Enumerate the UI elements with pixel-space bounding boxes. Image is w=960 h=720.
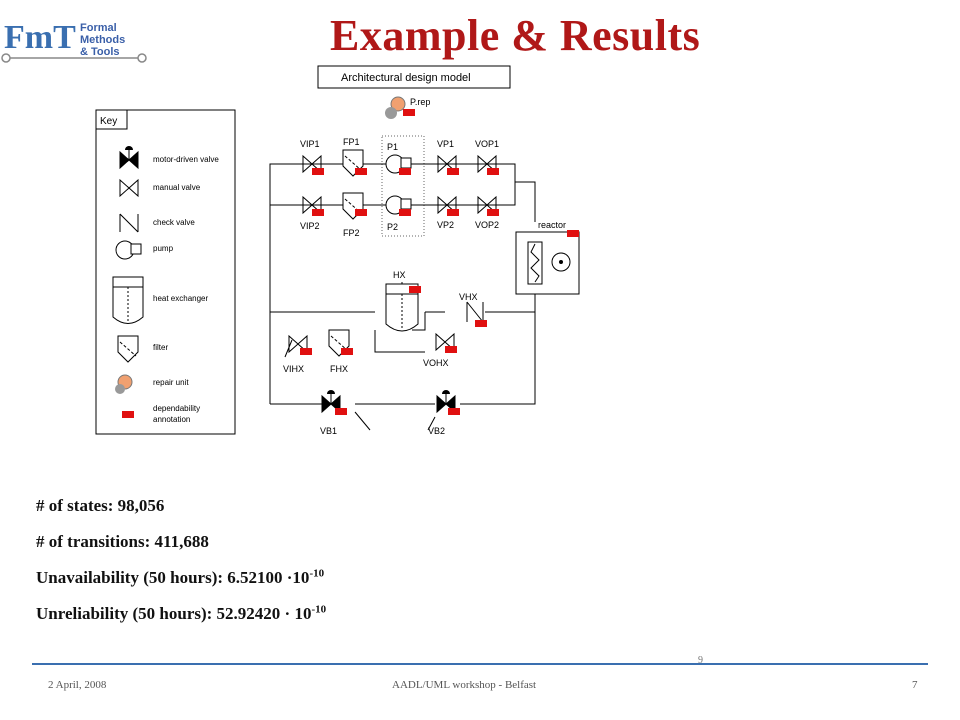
architecture-diagram: Architectural design model Key motor-dri…: [85, 62, 615, 442]
key-legend: Key motor-driven valve manual valve chec…: [95, 109, 236, 435]
svg-text:VP1: VP1: [437, 139, 454, 149]
svg-text:P.rep: P.rep: [410, 97, 430, 107]
svg-text:VB1: VB1: [320, 426, 337, 436]
svg-text:HX: HX: [393, 270, 406, 280]
svg-text:VIP2: VIP2: [300, 221, 320, 231]
svg-text:FHX: FHX: [330, 364, 348, 374]
svg-text:VP2: VP2: [437, 220, 454, 230]
svg-text:FP1: FP1: [343, 137, 360, 147]
svg-text:Architectural design model: Architectural design model: [341, 72, 471, 84]
stray-mark: 9: [698, 655, 703, 666]
svg-text:FP2: FP2: [343, 228, 360, 238]
results-list: # of states: 98,056 # of transitions: 41…: [36, 496, 326, 640]
svg-text:VOP2: VOP2: [475, 220, 499, 230]
svg-text:VB2: VB2: [428, 426, 445, 436]
svg-text:heat exchanger: heat exchanger: [153, 294, 208, 303]
repair-unit: P.rep: [385, 96, 430, 119]
svg-text:VIP1: VIP1: [300, 139, 320, 149]
svg-text:pump: pump: [153, 244, 174, 253]
logo-mark: FmT: [4, 19, 76, 56]
footer-date: 2 April, 2008: [48, 679, 107, 691]
footer-event: AADL/UML workshop - Belfast: [392, 679, 537, 691]
reactor: reactor: [515, 220, 580, 295]
svg-text:VHX: VHX: [459, 292, 478, 302]
svg-text:annotation: annotation: [153, 415, 190, 424]
slide-title: Example & Results: [330, 11, 701, 60]
svg-text:dependability: dependability: [153, 404, 200, 413]
unavailability: Unavailability (50 hours): 6.52100 ·10-1…: [36, 567, 325, 587]
footer-divider: [32, 663, 928, 665]
svg-text:repair unit: repair unit: [153, 378, 189, 387]
unreliability: Unreliability (50 hours): 52.92420 · 10-…: [36, 603, 327, 623]
svg-text:VOP1: VOP1: [475, 139, 499, 149]
svg-text:P2: P2: [387, 222, 398, 232]
svg-text:P1: P1: [387, 142, 398, 152]
svg-text:manual valve: manual valve: [153, 183, 201, 192]
logo-text: Formal Methods & Tools: [80, 22, 126, 58]
svg-text:reactor: reactor: [538, 220, 566, 230]
diagram-caption: Architectural design model: [317, 65, 511, 89]
svg-text:filter: filter: [153, 343, 168, 352]
svg-text:motor-driven valve: motor-driven valve: [153, 155, 219, 164]
svg-text:check valve: check valve: [153, 218, 195, 227]
states-count: # of states: 98,056: [36, 496, 165, 515]
footer-page-number: 7: [912, 679, 918, 691]
heat-exchanger: HX: [385, 270, 421, 332]
transitions-count: # of transitions: 411,688: [36, 532, 209, 551]
svg-text:Key: Key: [100, 116, 117, 127]
svg-text:VOHX: VOHX: [423, 358, 449, 368]
fmt-logo: FmT Formal Methods & Tools: [0, 8, 150, 70]
svg-text:VIHX: VIHX: [283, 364, 304, 374]
